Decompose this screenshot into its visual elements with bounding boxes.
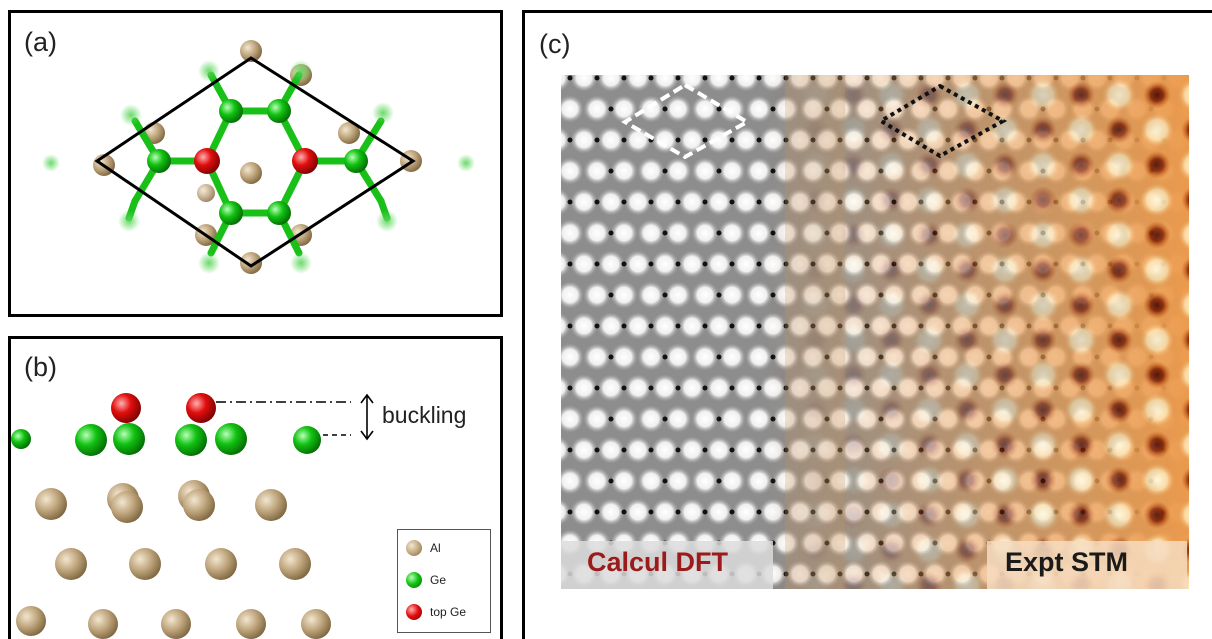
al-atom — [279, 548, 311, 580]
dft-caption: Calcul DFT — [587, 547, 729, 577]
stm-unit-cell-marker — [877, 83, 1008, 159]
ge-atom — [267, 201, 291, 225]
legend-item-al: Al — [406, 536, 441, 560]
ge-atom — [344, 149, 368, 173]
top-ge-atom — [111, 393, 141, 423]
ge-atom — [11, 429, 31, 449]
legend-item-ge: Ge — [406, 568, 446, 592]
al-atom — [88, 609, 118, 639]
al-atom — [183, 489, 215, 521]
ge-atom — [376, 210, 398, 232]
right-caption-box — [987, 541, 1187, 589]
ge-atom — [147, 149, 171, 173]
ge-atoms — [147, 99, 368, 225]
ge-atom — [118, 210, 140, 232]
top-ge-swatch-icon — [406, 604, 422, 620]
top-ge-atom — [194, 148, 220, 174]
buckling-marker — [216, 393, 374, 441]
top-ge-atoms — [194, 148, 318, 174]
al-atom — [35, 488, 67, 520]
legend-label: Al — [430, 541, 441, 555]
al-atom — [205, 548, 237, 580]
ge-atom — [219, 99, 243, 123]
al-atom — [197, 184, 215, 202]
ge-atom — [293, 426, 321, 454]
al-atom — [240, 252, 262, 274]
al-atom — [16, 606, 46, 636]
top-ge-atom — [292, 148, 318, 174]
ge-atom — [198, 60, 220, 82]
ge-atom — [290, 60, 312, 82]
al-atom — [255, 489, 287, 521]
ge-atom — [215, 423, 247, 455]
al-atom — [161, 609, 191, 639]
buckling-label: buckling — [382, 402, 467, 428]
dft-unit-cell-marker — [621, 82, 751, 160]
legend-label: Ge — [430, 573, 447, 587]
ge-atom — [175, 424, 207, 456]
legend: Al Ge top Ge — [397, 529, 491, 633]
top-ge-atom — [186, 393, 216, 423]
ge-swatch-icon — [406, 572, 422, 588]
ge-atom — [372, 102, 394, 124]
al-atom — [338, 122, 360, 144]
side-view-structure — [11, 393, 374, 639]
stm-caption: Expt STM — [1005, 547, 1129, 577]
legend-label: top Ge — [430, 605, 467, 619]
ge-atom — [267, 99, 291, 123]
panel-c: (c) — [522, 10, 1212, 639]
al-atoms-top — [93, 40, 422, 274]
stm-dft-comparison-image — [561, 75, 1189, 589]
al-atom — [240, 162, 262, 184]
ge-atom — [290, 252, 312, 274]
stm-experiment-region — [765, 75, 1189, 589]
al-atom — [236, 609, 266, 639]
al-atom — [129, 548, 161, 580]
legend-item-top-ge: top Ge — [406, 600, 466, 624]
ge-atom — [113, 423, 145, 455]
ge-atom — [219, 201, 243, 225]
ge-atom — [198, 252, 220, 274]
al-atom — [111, 491, 143, 523]
top-view-structure — [42, 40, 475, 274]
ge-atoms-side — [11, 423, 321, 456]
panel-a: (a) — [8, 10, 503, 317]
al-atom — [301, 609, 331, 639]
top-ge-atoms-side — [111, 393, 216, 423]
ge-atom — [120, 104, 142, 126]
panel-b-label: (b) — [24, 352, 57, 382]
ge-atoms-faded — [42, 60, 475, 274]
ge-atom — [75, 424, 107, 456]
ge-atom — [457, 154, 475, 172]
unit-cell-outline — [94, 56, 416, 268]
al-atom — [240, 40, 262, 62]
al-swatch-icon — [406, 540, 422, 556]
al-atom — [55, 548, 87, 580]
panel-c-label: (c) — [539, 29, 571, 59]
al-atoms-side — [16, 480, 331, 639]
panel-b: (b) — [8, 336, 503, 639]
ge-atom — [42, 154, 60, 172]
stm-transition-overlay — [785, 75, 845, 589]
left-caption-box — [561, 541, 773, 589]
panel-a-label: (a) — [24, 27, 57, 57]
